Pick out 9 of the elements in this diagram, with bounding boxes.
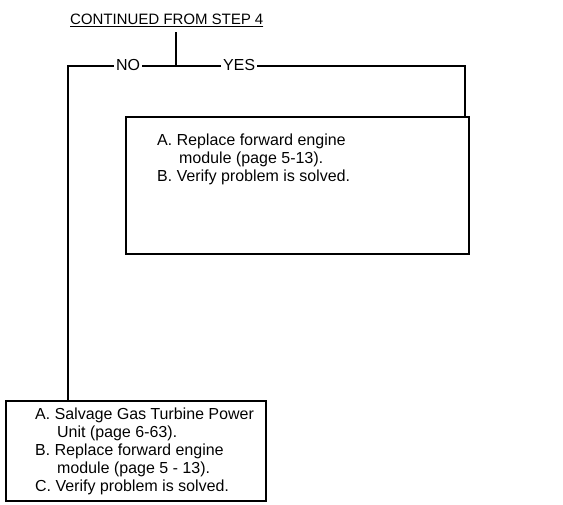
heading-text: CONTINUED FROM STEP 4 (70, 10, 264, 30)
action-box (5, 400, 267, 502)
instruction-text: A. Replace forward engine module (page 5-13). (157, 132, 347, 168)
instruction-text: B. Replace forward engine module (page 5 - 13). (35, 442, 225, 478)
instruction-text: A. Salvage Gas Turbine Power Unit (page 6-63). (35, 406, 255, 442)
connector-line (67, 32, 177, 400)
instruction-text: B. Verify problem is solved. (157, 168, 351, 186)
instruction-text: C. Verify problem is solved. (35, 478, 230, 496)
action-box (125, 116, 470, 255)
